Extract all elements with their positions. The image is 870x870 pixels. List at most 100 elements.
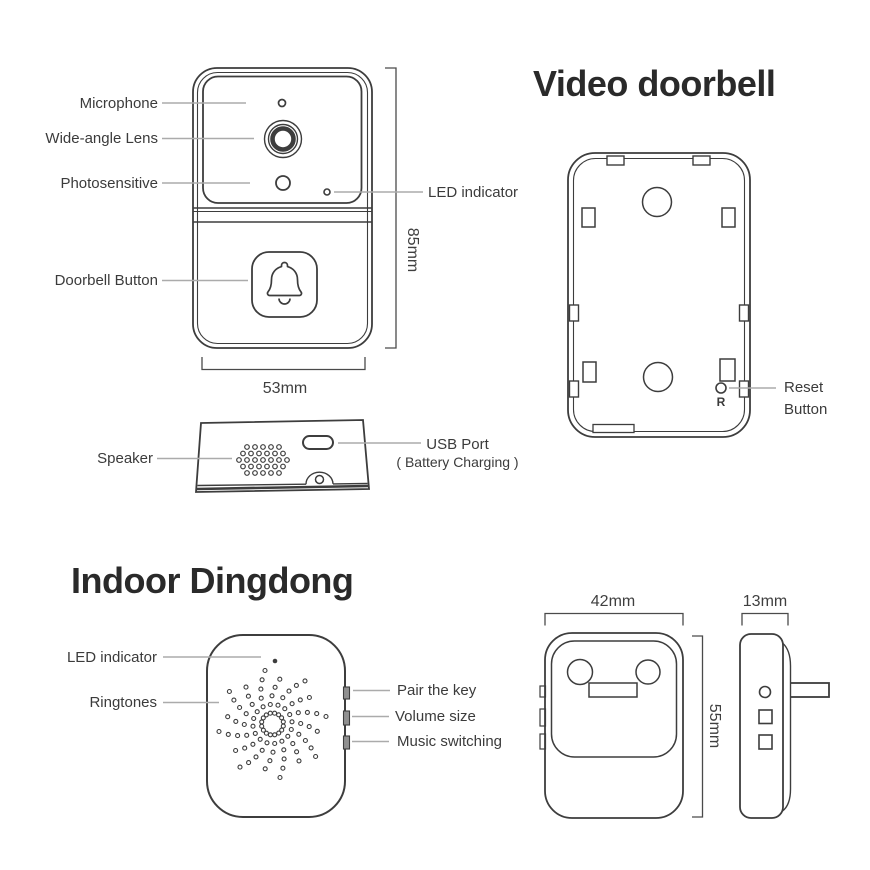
ringtone-hole — [280, 723, 286, 729]
ringtone-hole — [262, 667, 268, 674]
ringtone-hole — [259, 719, 265, 725]
bell-icon-clapper — [278, 298, 291, 305]
ringtone-hole — [245, 693, 251, 699]
ringtone-hole — [286, 688, 292, 694]
label-photosensitive: Photosensitive — [60, 175, 158, 192]
dimension-brackets-indoor — [544, 612, 789, 818]
label-ringtones: Ringtones — [89, 694, 157, 711]
photosensitive-sensor — [275, 175, 291, 191]
chime-back-hole-right — [635, 659, 661, 685]
ringtone-hole — [237, 764, 243, 770]
ringtone-hole — [258, 686, 264, 692]
dimension-85mm: 85mm — [404, 227, 421, 273]
speaker-hole — [260, 457, 266, 463]
ringtone-hole — [243, 684, 249, 690]
ringtone-hole — [281, 747, 287, 753]
ringtone-hole — [296, 758, 302, 764]
ringtone-hole — [276, 712, 282, 718]
label-doorbell-button: Doorbell Button — [54, 272, 158, 289]
ringtone-hole — [276, 730, 282, 736]
bottom-strip-line-left — [197, 483, 307, 487]
label-speaker: Speaker — [97, 450, 153, 467]
ringtone-hole — [323, 713, 329, 720]
side-slot-right-mid — [738, 304, 750, 322]
led-indicator-dot — [323, 188, 331, 196]
ringtone-hole — [296, 731, 302, 737]
ringtone-hole — [252, 730, 258, 736]
ringtone-hole — [295, 710, 301, 716]
ringtone-hole — [304, 709, 310, 715]
speaker-hole — [260, 470, 266, 476]
ringtone-hole — [233, 718, 239, 724]
side-back-bulge — [782, 642, 792, 812]
ringtone-hole — [233, 747, 239, 754]
width-bracket-53mm — [201, 357, 366, 371]
speaker-hole — [276, 457, 282, 463]
ringtone-hole — [267, 701, 273, 708]
back-inner-line — [572, 157, 746, 433]
ringtone-hole — [288, 726, 294, 733]
ringtone-hole — [279, 738, 285, 744]
ringtone-hole — [298, 720, 304, 727]
speaker-hole-grid — [236, 444, 290, 476]
screw-hole — [314, 474, 325, 485]
ringtone-hole — [281, 756, 287, 762]
depth-bracket-13mm — [741, 612, 789, 626]
speaker-hole — [244, 470, 250, 476]
ringtone-hole — [277, 676, 283, 682]
screw-notch-arch — [305, 471, 334, 485]
label-led-indicator: LED indicator — [428, 184, 519, 201]
ringtone-hole — [302, 737, 308, 744]
ringtone-hole — [314, 711, 320, 717]
indoor-chime-front-view — [206, 634, 351, 818]
speaker-hole — [252, 444, 258, 450]
chime-led-dot — [272, 658, 278, 664]
lens-ring-core — [270, 126, 296, 152]
ringtone-hole — [235, 733, 241, 739]
ringtone-hole — [260, 704, 266, 710]
ringtone-hole — [246, 760, 252, 766]
ringtone-hole — [272, 684, 278, 690]
speaker-hole — [272, 463, 278, 470]
ringtone-hole — [243, 711, 249, 717]
ringtone-hole — [270, 749, 276, 755]
label-pair-the-key: Pair the key — [397, 682, 477, 699]
ringtone-hole — [264, 740, 270, 746]
section-title-video-doorbell: Video doorbell — [533, 63, 776, 104]
ringtone-hole — [272, 710, 278, 716]
ringtone-hole — [244, 732, 250, 738]
indoor-chime-side-view — [739, 633, 830, 819]
ringtone-hole — [260, 715, 266, 721]
back-hole-top — [641, 186, 673, 218]
pair-key-button — [342, 686, 351, 700]
back-hole-bottom — [642, 361, 674, 393]
label-usb-port-line: USB Port — [426, 436, 489, 453]
dimension-42mm: 42mm — [590, 593, 636, 610]
ringtone-speaker-holes — [216, 667, 329, 781]
ringtone-hole — [267, 710, 273, 716]
ringtone-hole — [260, 727, 266, 733]
chime-side-tab-2 — [539, 708, 547, 727]
mount-slot-bottom-left — [582, 361, 597, 383]
label-reset-mark-r: R — [716, 395, 726, 409]
ringtone-hole — [249, 701, 255, 707]
back-outline — [567, 152, 751, 438]
ringtone-hole — [290, 741, 296, 747]
speaker-hole — [264, 463, 270, 470]
indoor-chime-back-view — [539, 632, 684, 819]
speaker-hole — [268, 444, 274, 450]
chime-back-outline — [544, 632, 684, 819]
speaker-hole — [252, 457, 258, 463]
chime-body-outline — [206, 634, 346, 818]
ringtone-hole — [285, 733, 291, 739]
speaker-hole — [276, 444, 282, 450]
speaker-hole — [256, 450, 262, 457]
ringtone-hole — [263, 712, 269, 718]
leader-lines — [157, 102, 776, 743]
speaker-hole — [268, 457, 274, 463]
label-chime-led-indicator: LED indicator — [66, 649, 157, 666]
bottom-thick-edge — [196, 484, 369, 491]
ringtone-hole — [282, 706, 288, 712]
width-bracket-42mm — [544, 612, 684, 626]
